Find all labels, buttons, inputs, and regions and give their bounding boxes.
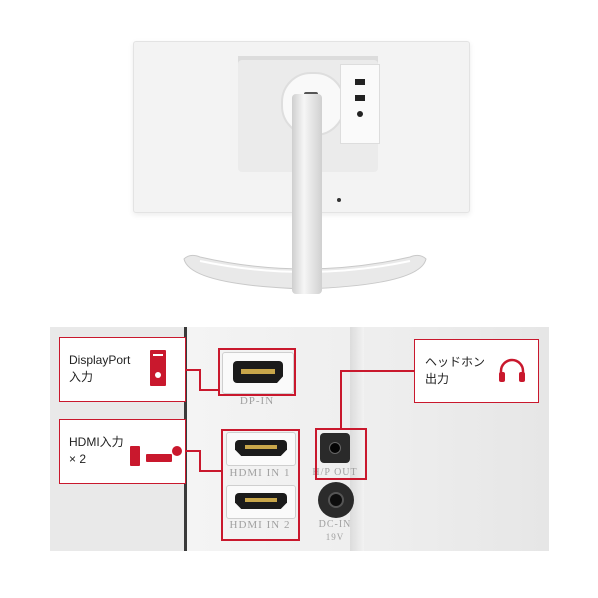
dp-port	[222, 352, 294, 394]
hdmi-pins-1	[245, 445, 277, 449]
dp-pins	[241, 369, 275, 374]
headphones-icon	[499, 358, 525, 382]
dp-connector-line	[186, 369, 200, 371]
hdmi-pins-2	[245, 498, 277, 502]
hdmi-connector-line	[199, 470, 222, 472]
headphone-connector-line	[340, 370, 342, 429]
hdmi-callout-label: HDMI入力 × 2	[69, 435, 124, 466]
hdmi-connector-line	[199, 450, 201, 472]
hdmi-disc-icon	[172, 446, 182, 456]
dp-connector-line	[199, 389, 219, 391]
dp-socket	[233, 361, 283, 383]
hdmi-socket-2	[235, 493, 287, 509]
rear-port	[355, 95, 365, 101]
rear-port-panel	[340, 64, 380, 144]
dp-in-label: DP-IN	[239, 395, 275, 407]
dp-highlight	[218, 348, 296, 396]
hdmi-callout: HDMI入力 × 2	[59, 419, 186, 484]
headphone-callout-label: ヘッドホン 出力	[425, 355, 486, 386]
dp-connector-line	[199, 369, 201, 391]
hdmi-socket-1	[235, 440, 287, 456]
headphone-out-label: H/P OUT	[312, 467, 358, 478]
hdmi-connector-line	[186, 450, 200, 452]
dc-in-socket	[328, 492, 344, 508]
hdmi-port-1	[226, 432, 296, 466]
headphone-highlight	[315, 428, 367, 480]
dc-in-port	[318, 482, 354, 518]
displayport-callout: DisplayPort 入力	[59, 337, 186, 402]
monitor-back-cover	[133, 41, 470, 213]
headphone-jack	[320, 433, 350, 463]
hdmi-highlight	[221, 429, 300, 541]
displayport-callout-label: DisplayPort 入力	[69, 353, 131, 384]
stand-neck	[292, 94, 322, 294]
headphone-connector-line	[340, 370, 415, 372]
hdmi-in-1-label: HDMI IN 1	[229, 467, 291, 479]
dc-rating-label: 19V	[325, 532, 345, 542]
monitor-rear-photo	[133, 41, 470, 294]
hdmi-player-icon	[146, 454, 172, 462]
hdmi-in-2-label: HDMI IN 2	[229, 519, 291, 531]
rear-port	[357, 111, 363, 117]
rear-indicator	[337, 198, 341, 202]
dc-in-label: DC-IN	[318, 519, 352, 530]
headphone-jack-hole	[329, 442, 341, 454]
hdmi-port-2	[226, 485, 296, 519]
headphone-callout: ヘッドホン 出力	[414, 339, 539, 403]
displayport-tower-icon	[150, 350, 166, 386]
hdmi-tower-icon	[130, 446, 140, 466]
rear-port	[355, 79, 365, 85]
